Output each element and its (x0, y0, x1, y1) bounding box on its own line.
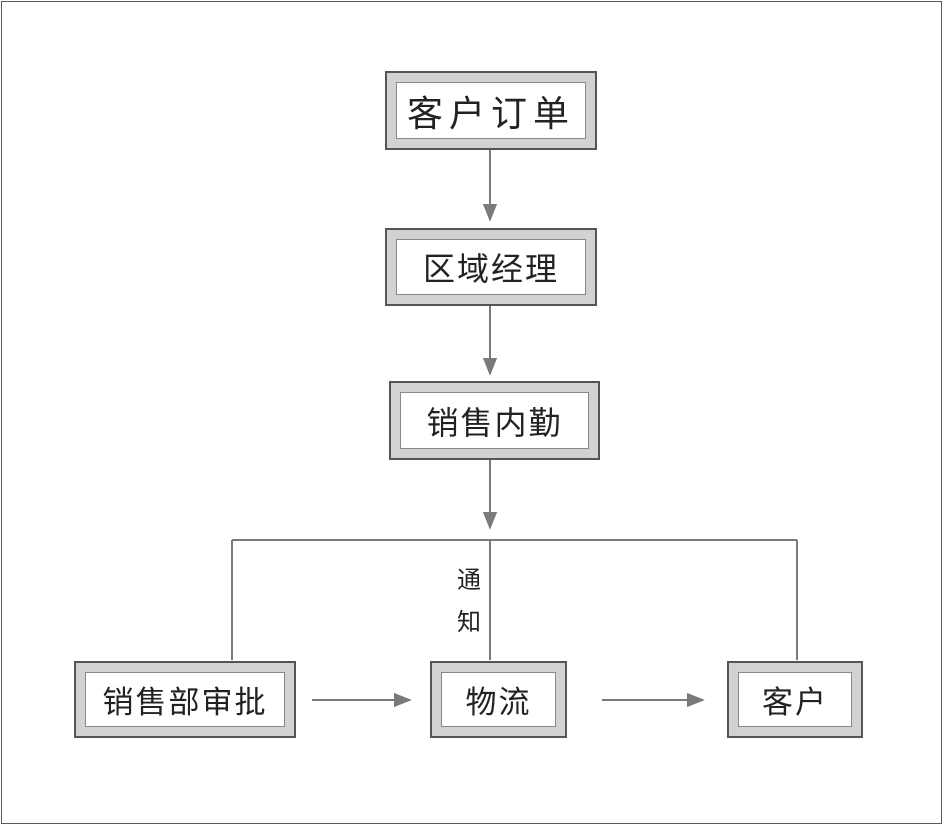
edge-label-notify-bottom: 知 (457, 608, 481, 636)
node-regional-manager: 区域经理 (385, 228, 597, 306)
node-customer: 客户 (727, 661, 863, 738)
node-customer-order: 客户订单 (385, 71, 597, 150)
node-regional-manager-label: 区域经理 (396, 239, 586, 295)
node-sales-dept-approval-label: 销售部审批 (85, 672, 285, 727)
node-sales-support-label: 销售内勤 (400, 392, 589, 449)
node-customer-order-label: 客户订单 (396, 82, 586, 139)
node-logistics-label: 物流 (441, 672, 556, 727)
node-sales-support: 销售内勤 (389, 381, 600, 460)
node-sales-dept-approval: 销售部审批 (74, 661, 296, 738)
node-customer-label: 客户 (738, 672, 852, 727)
edge-label-notify-top: 通 (457, 566, 481, 594)
node-logistics: 物流 (430, 661, 567, 738)
